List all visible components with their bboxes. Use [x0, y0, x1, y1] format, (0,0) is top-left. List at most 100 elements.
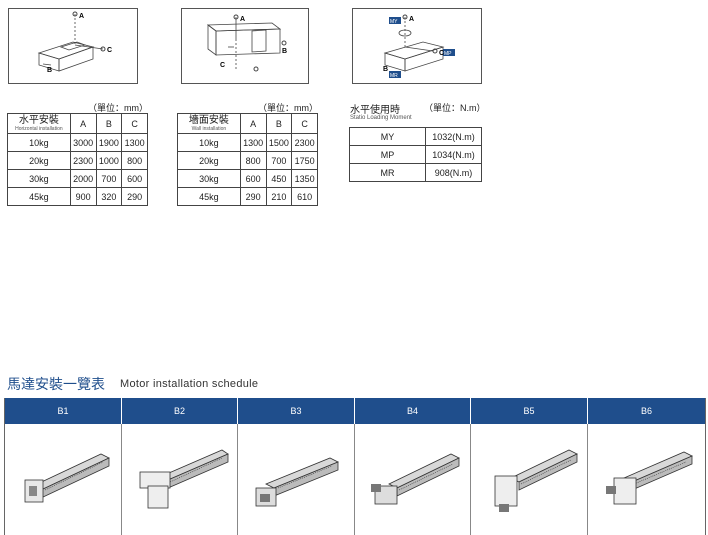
wall-install-drawing: A B C: [206, 14, 287, 72]
moment-value: 908(N.m): [425, 163, 482, 182]
actuator-b1-image: [24, 453, 110, 503]
label-mr: MR: [390, 73, 398, 79]
label-mp: MP: [444, 51, 452, 57]
horizontal-install-drawing: A C B: [37, 11, 112, 74]
moment-title-en: Statio Loading Moment: [350, 115, 412, 121]
load-cell: 20kg: [7, 151, 71, 170]
col-c: C: [291, 113, 318, 134]
label-my: MY: [390, 19, 398, 25]
label-c: C: [107, 47, 112, 54]
horizontal-unit: （單位：mm）: [88, 103, 148, 113]
a-cell: 600: [239, 169, 267, 188]
c-cell: 1300: [121, 133, 148, 152]
label-c: C: [439, 50, 444, 57]
b-cell: 1000: [95, 151, 123, 170]
a-cell: 1300: [239, 133, 267, 152]
actuator-b2-image: [139, 449, 229, 509]
label-b: B: [383, 66, 388, 73]
moment-value: 1032(N.m): [425, 127, 482, 146]
motor-cell-b6: [588, 424, 705, 535]
c-cell: 610: [291, 187, 318, 206]
label-a: A: [409, 16, 414, 23]
motor-cell-b5: [471, 424, 588, 535]
label-a: A: [79, 13, 84, 20]
load-cell: 10kg: [7, 133, 71, 152]
b-cell: 210: [265, 187, 293, 206]
load-cell: 45kg: [177, 187, 241, 206]
col-a: A: [239, 113, 267, 134]
load-cell: 30kg: [177, 169, 241, 188]
wall-title-zh: 墻面安裝: [188, 115, 229, 126]
a-cell: 900: [69, 187, 97, 206]
c-cell: 290: [121, 187, 148, 206]
actuator-b3-image: [255, 457, 339, 507]
wall-title-en: Wall installation: [191, 126, 227, 132]
motor-col-header: B3: [238, 398, 355, 424]
label-b: B: [282, 48, 287, 55]
moment-value: 1034(N.m): [425, 145, 482, 164]
moment-unit: （單位：N.m）: [424, 103, 486, 113]
motor-schedule: B1 B2 B3 B4 B5 B6: [4, 398, 706, 535]
c-cell: 1750: [291, 151, 318, 170]
motor-col-header: B5: [471, 398, 588, 424]
b-cell: 700: [265, 151, 293, 170]
moment-name: MP: [349, 145, 426, 164]
wall-header: 墻面安裝 Wall installation: [177, 113, 241, 134]
horizontal-header: 水平安裝 Horizontal installation: [7, 113, 71, 134]
motor-col-header: B2: [122, 398, 238, 424]
motor-cell-b2: [122, 424, 238, 535]
col-a: A: [69, 113, 97, 134]
wall-unit: （單位：mm）: [258, 103, 318, 113]
motor-col-header: B4: [355, 398, 471, 424]
motor-title-zh: 馬達安裝一覽表: [7, 376, 105, 392]
horizontal-title-en: Horizontal installation: [15, 126, 63, 132]
horizontal-install-diagram: A C B: [8, 8, 138, 84]
a-cell: 800: [239, 151, 267, 170]
label-b: B: [47, 67, 52, 74]
actuator-b4-image: [371, 453, 460, 505]
label-c: C: [220, 62, 225, 69]
a-cell: 3000: [69, 133, 97, 152]
motor-cell-b1: [5, 424, 122, 535]
moment-name: MR: [349, 163, 426, 182]
load-cell: 20kg: [177, 151, 241, 170]
col-b: B: [265, 113, 293, 134]
col-c: C: [121, 113, 148, 134]
c-cell: 800: [121, 151, 148, 170]
motor-title-en: Motor installation schedule: [120, 378, 259, 390]
moment-name: MY: [349, 127, 426, 146]
a-cell: 290: [239, 187, 267, 206]
load-cell: 30kg: [7, 169, 71, 188]
c-cell: 600: [121, 169, 148, 188]
motor-cell-b4: [355, 424, 471, 535]
load-cell: 45kg: [7, 187, 71, 206]
c-cell: 2300: [291, 133, 318, 152]
motor-cell-b3: [238, 424, 355, 535]
motor-col-header: B1: [5, 398, 122, 424]
a-cell: 2000: [69, 169, 97, 188]
moment-diagram: MY MP MR A C B: [352, 8, 482, 84]
actuator-b6-image: [606, 451, 693, 505]
b-cell: 450: [265, 169, 293, 188]
horizontal-title-zh: 水平安裝: [18, 115, 59, 126]
b-cell: 1500: [265, 133, 293, 152]
label-a: A: [240, 16, 245, 23]
b-cell: 700: [95, 169, 123, 188]
c-cell: 1350: [291, 169, 318, 188]
moment-title-zh: 水平使用時: [350, 105, 400, 116]
motor-col-header: B6: [588, 398, 705, 424]
